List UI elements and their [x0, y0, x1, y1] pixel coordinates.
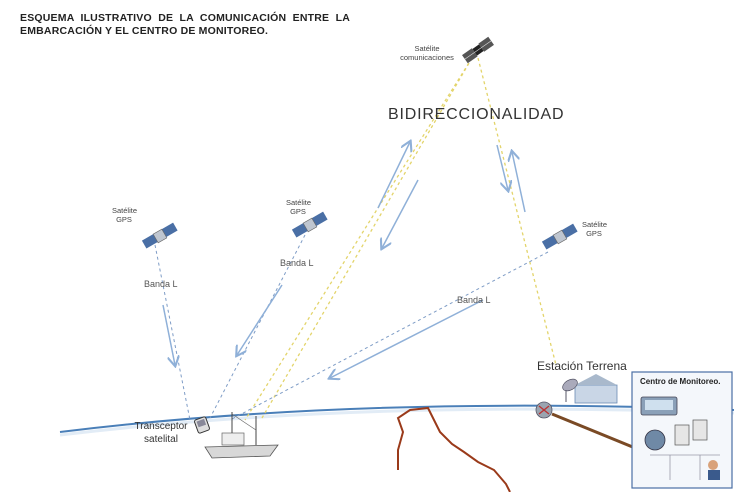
diagram-title: ESQUEMA ILUSTRATIVO DE LA COMUNICACIÓN E…: [20, 12, 350, 37]
label-comms-satellite: Satélite comunicaciones: [400, 44, 454, 62]
coastline: [396, 406, 511, 492]
gps-satellite-icon-3: [541, 223, 578, 250]
monitoring-center-box: [631, 371, 733, 489]
label-gps-satellite-3: Satélite GPS: [582, 220, 608, 238]
signal-arrows: [162, 142, 526, 378]
label-gps-satellite-1: Satélite GPS: [112, 206, 138, 224]
label-banda-l-2: Banda L: [280, 258, 314, 268]
gps-satellite-icon-1: [141, 222, 178, 249]
comms-satellite-icon: [462, 36, 494, 64]
label-centro-monitoreo: Centro de Monitoreo.: [640, 377, 721, 386]
label-gps-satellite-2: Satélite GPS: [286, 198, 312, 216]
comms-signal-lines: [244, 57, 557, 421]
ground-station-icon: [535, 374, 618, 419]
gps-satellite-icon-2: [291, 211, 328, 238]
gps-signal-lines: [154, 234, 549, 421]
label-bidireccionalidad: BIDIRECCIONALIDAD: [388, 106, 565, 123]
network-cable: [551, 412, 641, 452]
transceiver-icon: [194, 416, 210, 434]
label-banda-l-3: Banda L: [457, 295, 491, 305]
label-estacion-terrena: Estación Terrena: [537, 359, 627, 373]
label-banda-l-1: Banda L: [144, 279, 178, 289]
earth-horizon: [59, 404, 734, 433]
label-transceptor: Transceptor satelital: [134, 421, 188, 445]
ship-icon: [204, 412, 279, 459]
